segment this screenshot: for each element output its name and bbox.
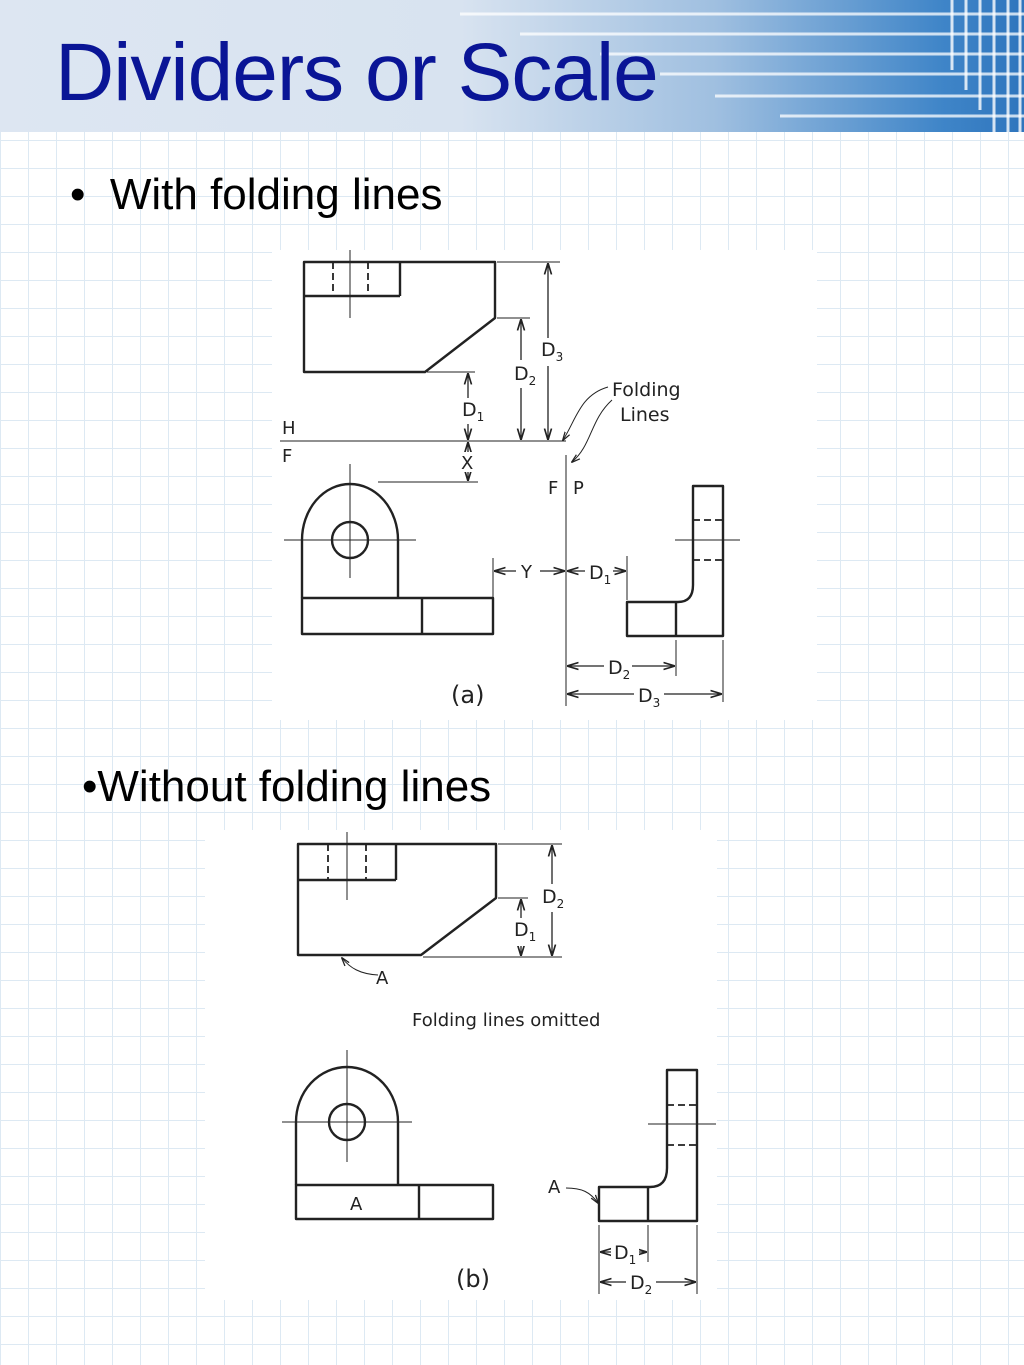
label-d2-top: D2	[514, 363, 536, 388]
header-stripes-decoration	[460, 0, 1024, 132]
side-view-outline	[597, 1068, 699, 1223]
label-d3-side: D3	[638, 685, 660, 710]
plane-label-f: F	[282, 446, 292, 467]
bullet-text: Without folding lines	[97, 762, 492, 811]
figure-b-caption: (b)	[456, 1265, 490, 1293]
label-x: X	[461, 453, 473, 474]
plane-label-h: H	[282, 418, 296, 439]
top-view-outline	[296, 842, 498, 957]
ref-label-a-front: A	[350, 1194, 363, 1215]
figure-a-panel: D1 D2 D3 X Y D1 D2 D3 H F F P Folding Li…	[272, 250, 817, 720]
label-d2-side: D2	[630, 1272, 652, 1297]
folding-lines-omitted-note: Folding lines omitted	[412, 1010, 600, 1031]
plane-label-f-side: F	[548, 478, 558, 499]
label-d1-top: D1	[514, 919, 536, 944]
slide-header: Dividers or Scale	[0, 0, 1024, 132]
label-y: Y	[520, 562, 533, 583]
bullet-with-folding-lines: • With folding lines	[70, 173, 442, 217]
ref-label-a-side: A	[548, 1177, 561, 1198]
folding-label-line1: Folding	[612, 379, 681, 401]
ref-label-a-top: A	[376, 968, 389, 989]
front-view-base	[300, 596, 495, 636]
slide-title: Dividers or Scale	[55, 27, 659, 118]
bullet-marker: •	[70, 170, 86, 219]
label-d2-side: D2	[608, 657, 630, 682]
folding-label-line2: Lines	[620, 404, 670, 426]
figure-a-drawing: D1 D2 D3 X Y D1 D2 D3 H F F P Folding Li…	[280, 250, 740, 710]
bullet-text: With folding lines	[109, 170, 443, 219]
figure-b-panel: D1 D2 D1 D2 A A A Folding lines omitted …	[205, 830, 717, 1300]
label-d3-top: D3	[541, 339, 563, 364]
label-d1-side: D1	[589, 562, 611, 587]
top-view-outline	[302, 260, 497, 374]
bullet-marker: •	[82, 762, 98, 811]
bullet-without-folding-lines: •Without folding lines	[82, 765, 491, 809]
label-d1-top: D1	[462, 399, 484, 424]
label-d2-top: D2	[542, 886, 564, 911]
side-view-outline	[625, 484, 725, 638]
figure-b-drawing: D1 D2 D1 D2 A A A Folding lines omitted …	[282, 832, 716, 1297]
plane-label-p: P	[573, 478, 584, 499]
front-view-base	[294, 1183, 495, 1221]
figure-a-caption: (a)	[451, 681, 484, 709]
label-d1-side: D1	[614, 1242, 636, 1267]
